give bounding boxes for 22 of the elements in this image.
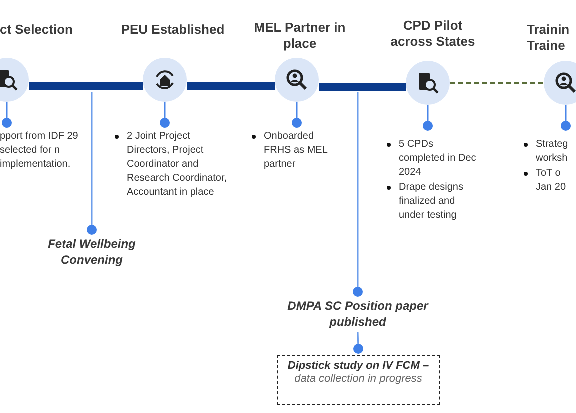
note-box: Dipstick study on IV FCM – data collection in progress <box>277 355 440 405</box>
bullet-text: Onboarded FRHS as MEL partner <box>264 130 329 172</box>
milestone-heading: Trainin Traine <box>527 22 571 54</box>
bullet-text: Strateg worksh <box>536 138 570 166</box>
milestone-text: pport from IDF 29 selected for n implementation. <box>0 130 80 172</box>
event-label: DMPA SC Position paper published <box>286 298 430 330</box>
milestone-heading: CPD Pilot across States <box>390 18 476 50</box>
milestone-heading: PEU Established <box>120 22 226 38</box>
connector-line <box>354 332 364 354</box>
bullet-text: ToT o Jan 20 <box>536 167 568 195</box>
timeline-bar <box>29 82 143 90</box>
dashed-connector <box>450 82 544 84</box>
milestone-heading: ct Selection <box>0 22 74 38</box>
bullet-text: Drape designs finalized and under testing <box>399 181 464 223</box>
connector-line <box>87 92 97 235</box>
event-label: Fetal Wellbeing Convening <box>47 236 137 268</box>
timeline-bar <box>319 84 406 92</box>
connector-line <box>353 92 363 297</box>
bullet-text: 2 Joint Project Directors, Project Coordinator and Research Coordinator, Accountant in place <box>127 130 228 200</box>
timeline-bar <box>187 82 275 90</box>
milestone-heading: MEL Partner in place <box>253 20 347 52</box>
bullet-text: 5 CPDs completed in Dec 2024 <box>399 138 477 180</box>
